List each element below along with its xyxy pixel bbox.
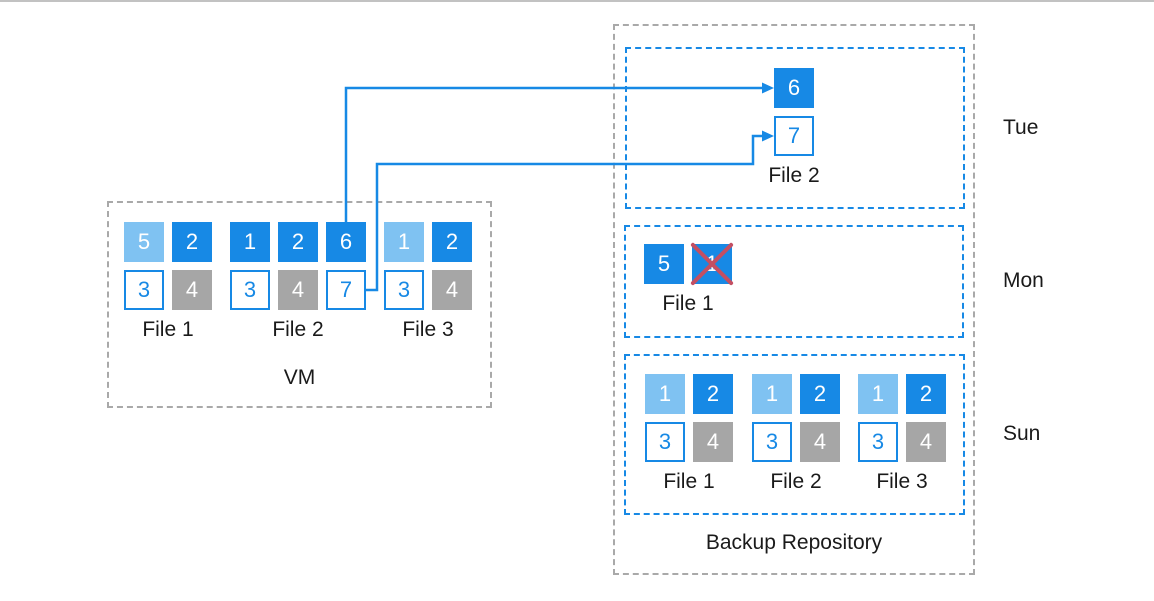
data-block-1-crossed: 1 [692,244,732,284]
data-block-3: 3 [124,270,164,310]
day-label-sun: Sun [1003,422,1041,445]
data-block-3: 3 [858,422,898,462]
data-block-5: 5 [124,222,164,262]
backup-repository-box [613,24,975,575]
tue-file2-label: File 2 [768,164,820,187]
data-block-1: 1 [858,374,898,414]
data-block-4: 4 [432,270,472,310]
backup-repository-label: Backup Repository [705,531,883,554]
data-block-1: 1 [645,374,685,414]
data-block-2: 2 [693,374,733,414]
data-block-2: 2 [800,374,840,414]
data-block-2: 2 [432,222,472,262]
day-label-mon: Mon [1003,269,1044,292]
data-block-4: 4 [278,270,318,310]
data-block-2: 2 [906,374,946,414]
data-block-7: 7 [774,116,814,156]
vm-file3-label: File 3 [402,318,454,341]
data-block-3: 3 [645,422,685,462]
data-block-7: 7 [326,270,366,310]
data-block-4: 4 [693,422,733,462]
data-block-5: 5 [644,244,684,284]
data-block-4: 4 [172,270,212,310]
data-block-2: 2 [278,222,318,262]
data-block-3: 3 [230,270,270,310]
block-row: 6 [744,68,844,108]
day-label-tue: Tue [1003,116,1039,139]
data-block-1: 1 [384,222,424,262]
sun-file1-label: File 1 [663,470,715,493]
data-block-2: 2 [172,222,212,262]
vm-file1-label: File 1 [142,318,194,341]
vm-file2-label: File 2 [272,318,324,341]
red-x-icon [692,244,732,284]
data-block-1: 1 [752,374,792,414]
data-block-3: 3 [384,270,424,310]
block-row: 7 [744,116,844,156]
sun-backup-box [624,354,965,515]
data-block-4: 4 [800,422,840,462]
top-border-line [0,0,1154,2]
sun-file2-label: File 2 [770,470,822,493]
vm-box [107,201,492,408]
data-block-4: 4 [906,422,946,462]
data-block-6: 6 [326,222,366,262]
vm-label: VM [283,366,316,389]
mon-file1-label: File 1 [662,292,714,315]
data-block-3: 3 [752,422,792,462]
data-block-6: 6 [774,68,814,108]
sun-file3-label: File 3 [876,470,928,493]
data-block-1: 1 [230,222,270,262]
